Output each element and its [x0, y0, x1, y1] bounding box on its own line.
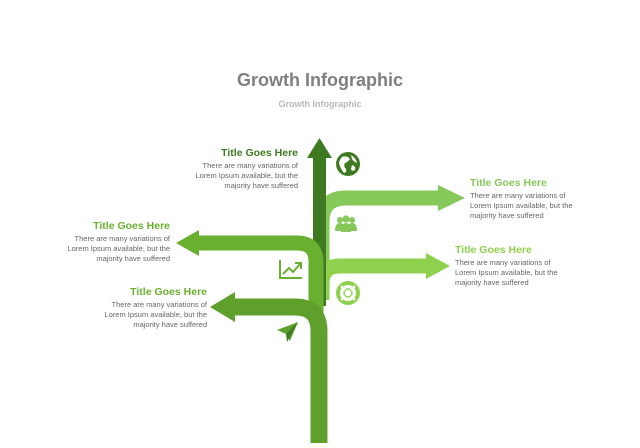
branch-arrow-upper-left: [196, 235, 324, 320]
branch-arrow-bottom-right-head: [426, 253, 450, 279]
info-block-right-lower: Title Goes Here There are many variation…: [455, 244, 585, 288]
branch-arrow-top-right-head: [438, 185, 465, 211]
page-title: Growth Infographic: [237, 70, 403, 90]
info-block-text-line: Lorem Ipsum available, but the: [67, 244, 170, 253]
info-block-title: Title Goes Here: [130, 286, 207, 298]
info-block-text-line: Lorem Ipsum available, but the: [104, 310, 207, 319]
info-block-text-line: There are many variations of: [111, 300, 207, 309]
info-block-text-line: majority have suffered: [133, 320, 207, 329]
info-block-right-upper: Title Goes Here There are many variation…: [470, 177, 600, 221]
info-block-text-line: Lorem Ipsum available, but the: [455, 268, 558, 277]
page-subtitle: Growth Infographic: [278, 99, 362, 109]
info-block-title: Title Goes Here: [221, 147, 298, 159]
info-block-left-middle: Title Goes Here There are many variation…: [40, 220, 170, 264]
globe-icon: [336, 152, 360, 176]
info-block-title: Title Goes Here: [93, 220, 170, 232]
info-block-text-line: There are many variations of: [455, 258, 551, 267]
info-block-text-line: Lorem Ipsum available, but the: [470, 201, 573, 210]
info-block-text-line: There are many variations of: [202, 161, 298, 170]
info-block-text-line: majority have suffered: [224, 181, 298, 190]
branch-arrow-upper-left-head: [176, 230, 199, 256]
trend-chart-icon: [279, 260, 302, 279]
info-block-title: Title Goes Here: [455, 244, 532, 256]
info-block-top: Title Goes Here There are many variation…: [168, 147, 298, 191]
info-block-text-line: majority have suffered: [455, 278, 529, 287]
info-block-text-line: majority have suffered: [96, 254, 170, 263]
info-block-left-lower: Title Goes Here There are many variation…: [77, 286, 207, 330]
central-arrow-head: [307, 138, 332, 158]
info-block-text-line: majority have suffered: [470, 211, 544, 220]
paper-plane-icon: [277, 322, 298, 342]
people-icon: [335, 215, 357, 232]
info-block-text-line: There are many variations of: [470, 191, 566, 200]
lifebuoy-icon: [336, 281, 360, 305]
info-block-text-line: There are many variations of: [74, 234, 170, 243]
info-block-text-line: Lorem Ipsum available, but the: [195, 171, 298, 180]
branch-arrow-lower-left-head: [210, 292, 235, 322]
trunk-and-lower-left-branch: [232, 298, 328, 443]
branch-arrow-top-right: [314, 190, 440, 290]
info-block-title: Title Goes Here: [470, 177, 547, 189]
